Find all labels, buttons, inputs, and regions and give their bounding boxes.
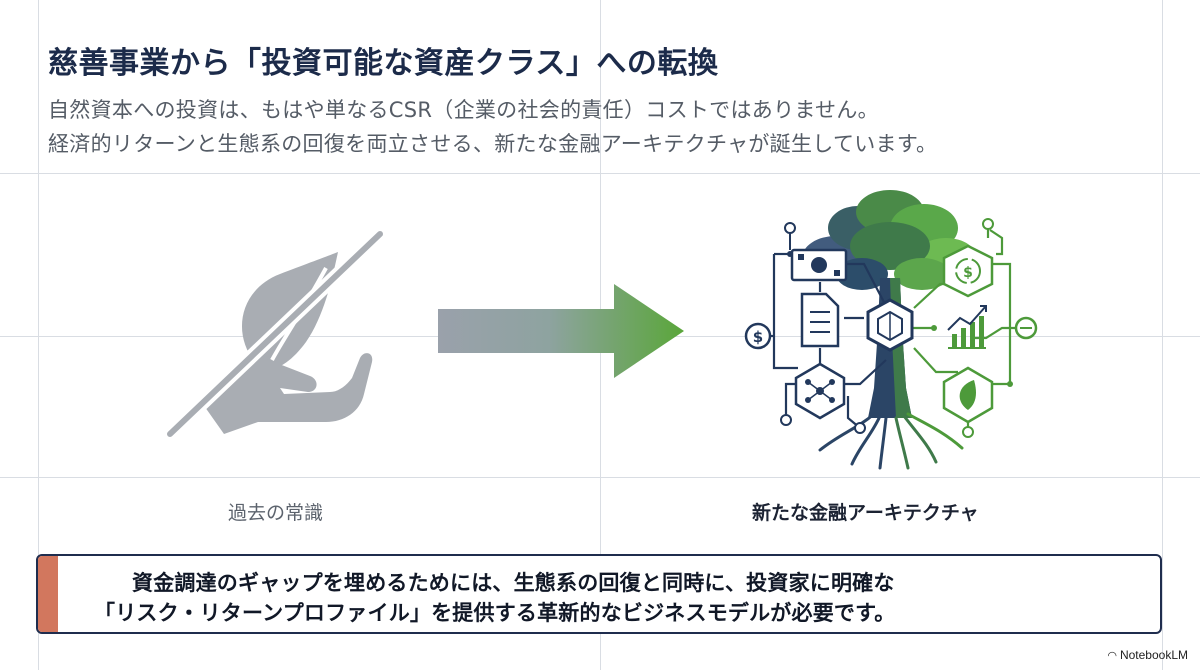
grid-line-vertical-right <box>1162 0 1163 670</box>
subtitle-line-2: 経済的リターンと生態系の回復を両立させる、新たな金融アーキテクチャが誕生していま… <box>48 132 938 156</box>
callout-box: 資金調達のギャップを埋めるためには、生態系の回復と同時に、投資家に明確な 「リス… <box>36 554 1162 634</box>
network-hexagon-icon <box>794 362 846 420</box>
right-caption: 新たな金融アーキテクチャ <box>752 502 979 524</box>
hand-shape <box>200 353 373 434</box>
svg-text:$: $ <box>753 328 763 346</box>
dollar-cycle-hexagon-icon: $ <box>942 244 994 298</box>
financial-architecture-tree-icon: $ $ <box>744 190 1038 470</box>
strike-line <box>167 231 383 437</box>
coin-icon <box>1014 316 1038 340</box>
transition-arrow-icon <box>438 284 684 378</box>
crossed-out-leaf-in-hand-icon <box>163 228 387 440</box>
banknote-icon <box>790 248 848 282</box>
callout-accent-bar <box>38 556 58 632</box>
subtitle-line-1: 自然資本への投資は、もはや単なるCSR（企業の社会的責任）コストではありません。 <box>48 98 879 122</box>
callout-line-2: 「リスク・リターンプロファイル」を提供する革新的なビジネスモデルが必要です。 <box>94 601 896 625</box>
dollar-coin-icon: $ <box>744 322 772 350</box>
leaf-hexagon-icon <box>942 366 994 424</box>
left-caption: 過去の常識 <box>228 502 324 524</box>
tree-roots <box>818 412 964 470</box>
circuit-nodes <box>780 218 1013 438</box>
hub-hexagon <box>866 298 914 352</box>
grid-line-horizontal-lower <box>0 477 1200 478</box>
growth-chart-icon <box>947 305 987 349</box>
svg-text:$: $ <box>963 265 973 281</box>
document-icon <box>800 292 840 348</box>
brand-label: NotebookLM <box>1119 648 1188 662</box>
grid-line-horizontal-top <box>0 173 1200 174</box>
grid-line-vertical-left <box>38 0 39 670</box>
notebooklm-logo-icon: ◠ <box>1107 650 1117 662</box>
slide-title: 慈善事業から「投資可能な資産クラス」への転換 <box>48 46 719 81</box>
callout-line-1: 資金調達のギャップを埋めるためには、生態系の回復と同時に、投資家に明確な <box>132 571 895 595</box>
notebooklm-brand: ◠NotebookLM <box>1107 648 1188 662</box>
